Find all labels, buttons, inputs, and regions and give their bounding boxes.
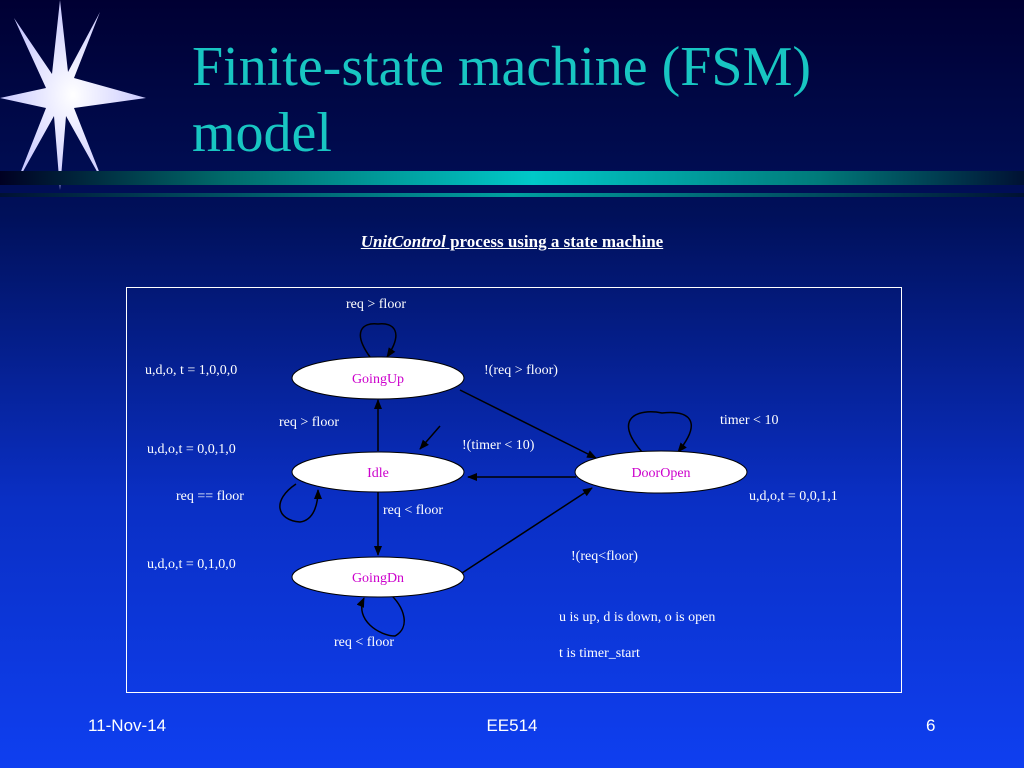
- state-idle: [291, 451, 465, 493]
- caption-process-name: UnitControl: [360, 232, 446, 251]
- going-up-self-loop: [359, 323, 397, 358]
- legend-line-1: u is up, d is down, o is open: [559, 610, 715, 625]
- label-idle-to-dn: req < floor: [383, 503, 443, 518]
- state-door-open: [574, 450, 748, 494]
- label-going-up-to-door: !(req > floor): [484, 363, 558, 378]
- star-burst-icon: [0, 0, 146, 190]
- label-door-to-idle: !(timer < 10): [462, 438, 535, 453]
- state-going-dn: [291, 556, 465, 598]
- label-idle-to-up: req > floor: [279, 415, 339, 430]
- footer-course: EE514: [486, 716, 538, 735]
- initial-state-arrow: [419, 425, 441, 450]
- state-door-open-label: DoorOpen: [631, 466, 690, 481]
- label-going-dn-output: u,d,o,t = 0,1,0,0: [147, 557, 236, 572]
- label-going-up-output: u,d,o, t = 1,0,0,0: [145, 363, 237, 378]
- label-idle-self: req == floor: [176, 489, 244, 504]
- door-open-self-loop: [627, 411, 692, 453]
- caption-text: process using a state machine: [445, 232, 664, 251]
- label-going-up-self: req > floor: [346, 297, 406, 312]
- footer-page-number: 6: [926, 716, 936, 735]
- slide-title-line-1: Finite-state machine (FSM): [192, 36, 812, 98]
- label-idle-output: u,d,o,t = 0,0,1,0: [147, 442, 236, 457]
- going-up-to-door-open-arrow: [459, 389, 597, 459]
- label-going-dn-self: req < floor: [334, 635, 394, 650]
- label-door-self: timer < 10: [720, 413, 778, 428]
- slide-title: Finite-state machine (FSM) model: [192, 34, 811, 166]
- title-divider: [0, 171, 1024, 185]
- diagram-frame: [126, 287, 902, 693]
- going-dn-self-loop: [356, 591, 405, 637]
- state-idle-label: Idle: [367, 466, 389, 481]
- state-going-up: [291, 356, 465, 400]
- going-dn-to-door-open-arrow: [461, 487, 593, 574]
- footer-date: 11-Nov-14: [88, 716, 167, 735]
- diagram-caption: UnitControl process using a state machin…: [0, 232, 1024, 252]
- state-going-up-label: GoingUp: [352, 372, 404, 387]
- title-divider-thin: [0, 193, 1024, 197]
- slide-title-line-2: model: [192, 102, 332, 164]
- label-dn-to-door: !(req<floor): [571, 549, 638, 564]
- label-door-output: u,d,o,t = 0,0,1,1: [749, 489, 838, 504]
- idle-self-loop: [279, 483, 322, 523]
- state-going-dn-label: GoingDn: [352, 571, 404, 586]
- legend-line-2: t is timer_start: [559, 646, 640, 661]
